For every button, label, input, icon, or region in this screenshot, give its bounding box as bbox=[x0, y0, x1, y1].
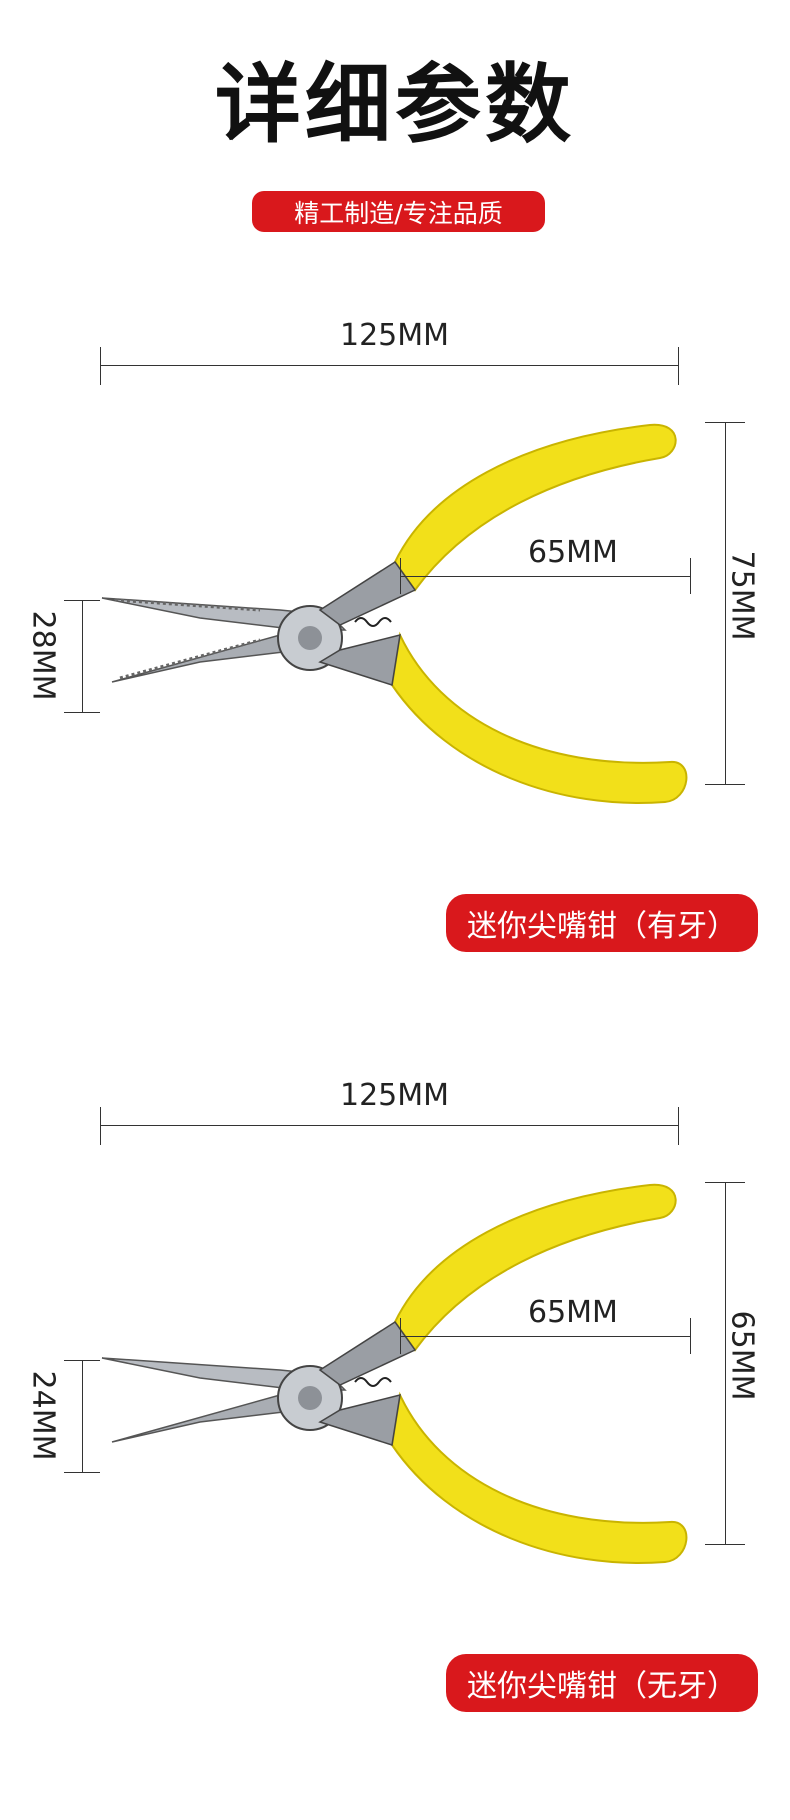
length-tick-right bbox=[678, 1107, 679, 1145]
jaw-width-label: 24MM bbox=[25, 1370, 61, 1461]
height-dimension-line bbox=[725, 422, 726, 784]
handle-gap-tick-left bbox=[400, 1318, 401, 1354]
jaw-width-tick-top bbox=[64, 1360, 100, 1361]
product-section-2: 125MM 65MM 65MM 24MM 迷你尖嘴钳（无牙） bbox=[0, 1060, 790, 1820]
product-name-badge: 迷你尖嘴钳（有牙） bbox=[446, 894, 758, 952]
jaw-width-label: 28MM bbox=[25, 610, 61, 701]
handle-gap-line bbox=[400, 1336, 690, 1337]
length-dimension-line bbox=[100, 365, 678, 366]
product-section-1: 125MM 65MM 75MM 28MM 迷你尖嘴钳（有牙） bbox=[0, 300, 790, 1060]
height-tick-bottom bbox=[705, 784, 745, 785]
pliers-image-serrated bbox=[101, 423, 688, 804]
jaw-width-tick-bottom bbox=[64, 1472, 100, 1473]
length-tick-right bbox=[678, 347, 679, 385]
height-tick-bottom bbox=[705, 1544, 745, 1545]
page-title: 详细参数 bbox=[215, 55, 575, 155]
jaw-width-tick-bottom bbox=[64, 712, 100, 713]
product-name: 迷你尖嘴钳（有牙） bbox=[467, 909, 737, 944]
height-dimension-line bbox=[725, 1182, 726, 1544]
product-name: 迷你尖嘴钳（无牙） bbox=[467, 1669, 737, 1704]
subtitle-badge: 精工制造/专注品质 bbox=[252, 191, 545, 232]
length-tick-left bbox=[100, 347, 101, 385]
pliers-image-smooth bbox=[101, 1183, 688, 1564]
length-label: 125MM bbox=[340, 1078, 450, 1113]
handle-gap-tick-right bbox=[690, 1318, 691, 1354]
subtitle-text: 精工制造/专注品质 bbox=[294, 198, 503, 228]
height-tick-top bbox=[705, 422, 745, 423]
length-tick-left bbox=[100, 1107, 101, 1145]
product-name-badge: 迷你尖嘴钳（无牙） bbox=[446, 1654, 758, 1712]
handle-gap-tick-right bbox=[690, 558, 691, 594]
handle-gap-label: 65MM bbox=[528, 535, 618, 570]
handle-gap-line bbox=[400, 576, 690, 577]
length-label: 125MM bbox=[340, 318, 450, 353]
height-label: 75MM bbox=[724, 550, 760, 641]
handle-gap-label: 65MM bbox=[528, 1295, 618, 1330]
jaw-width-tick-top bbox=[64, 600, 100, 601]
jaw-width-line bbox=[82, 600, 83, 712]
height-tick-top bbox=[705, 1182, 745, 1183]
length-dimension-line bbox=[100, 1125, 678, 1126]
handle-gap-tick-left bbox=[400, 558, 401, 594]
height-label: 65MM bbox=[724, 1310, 760, 1401]
jaw-width-line bbox=[82, 1360, 83, 1472]
